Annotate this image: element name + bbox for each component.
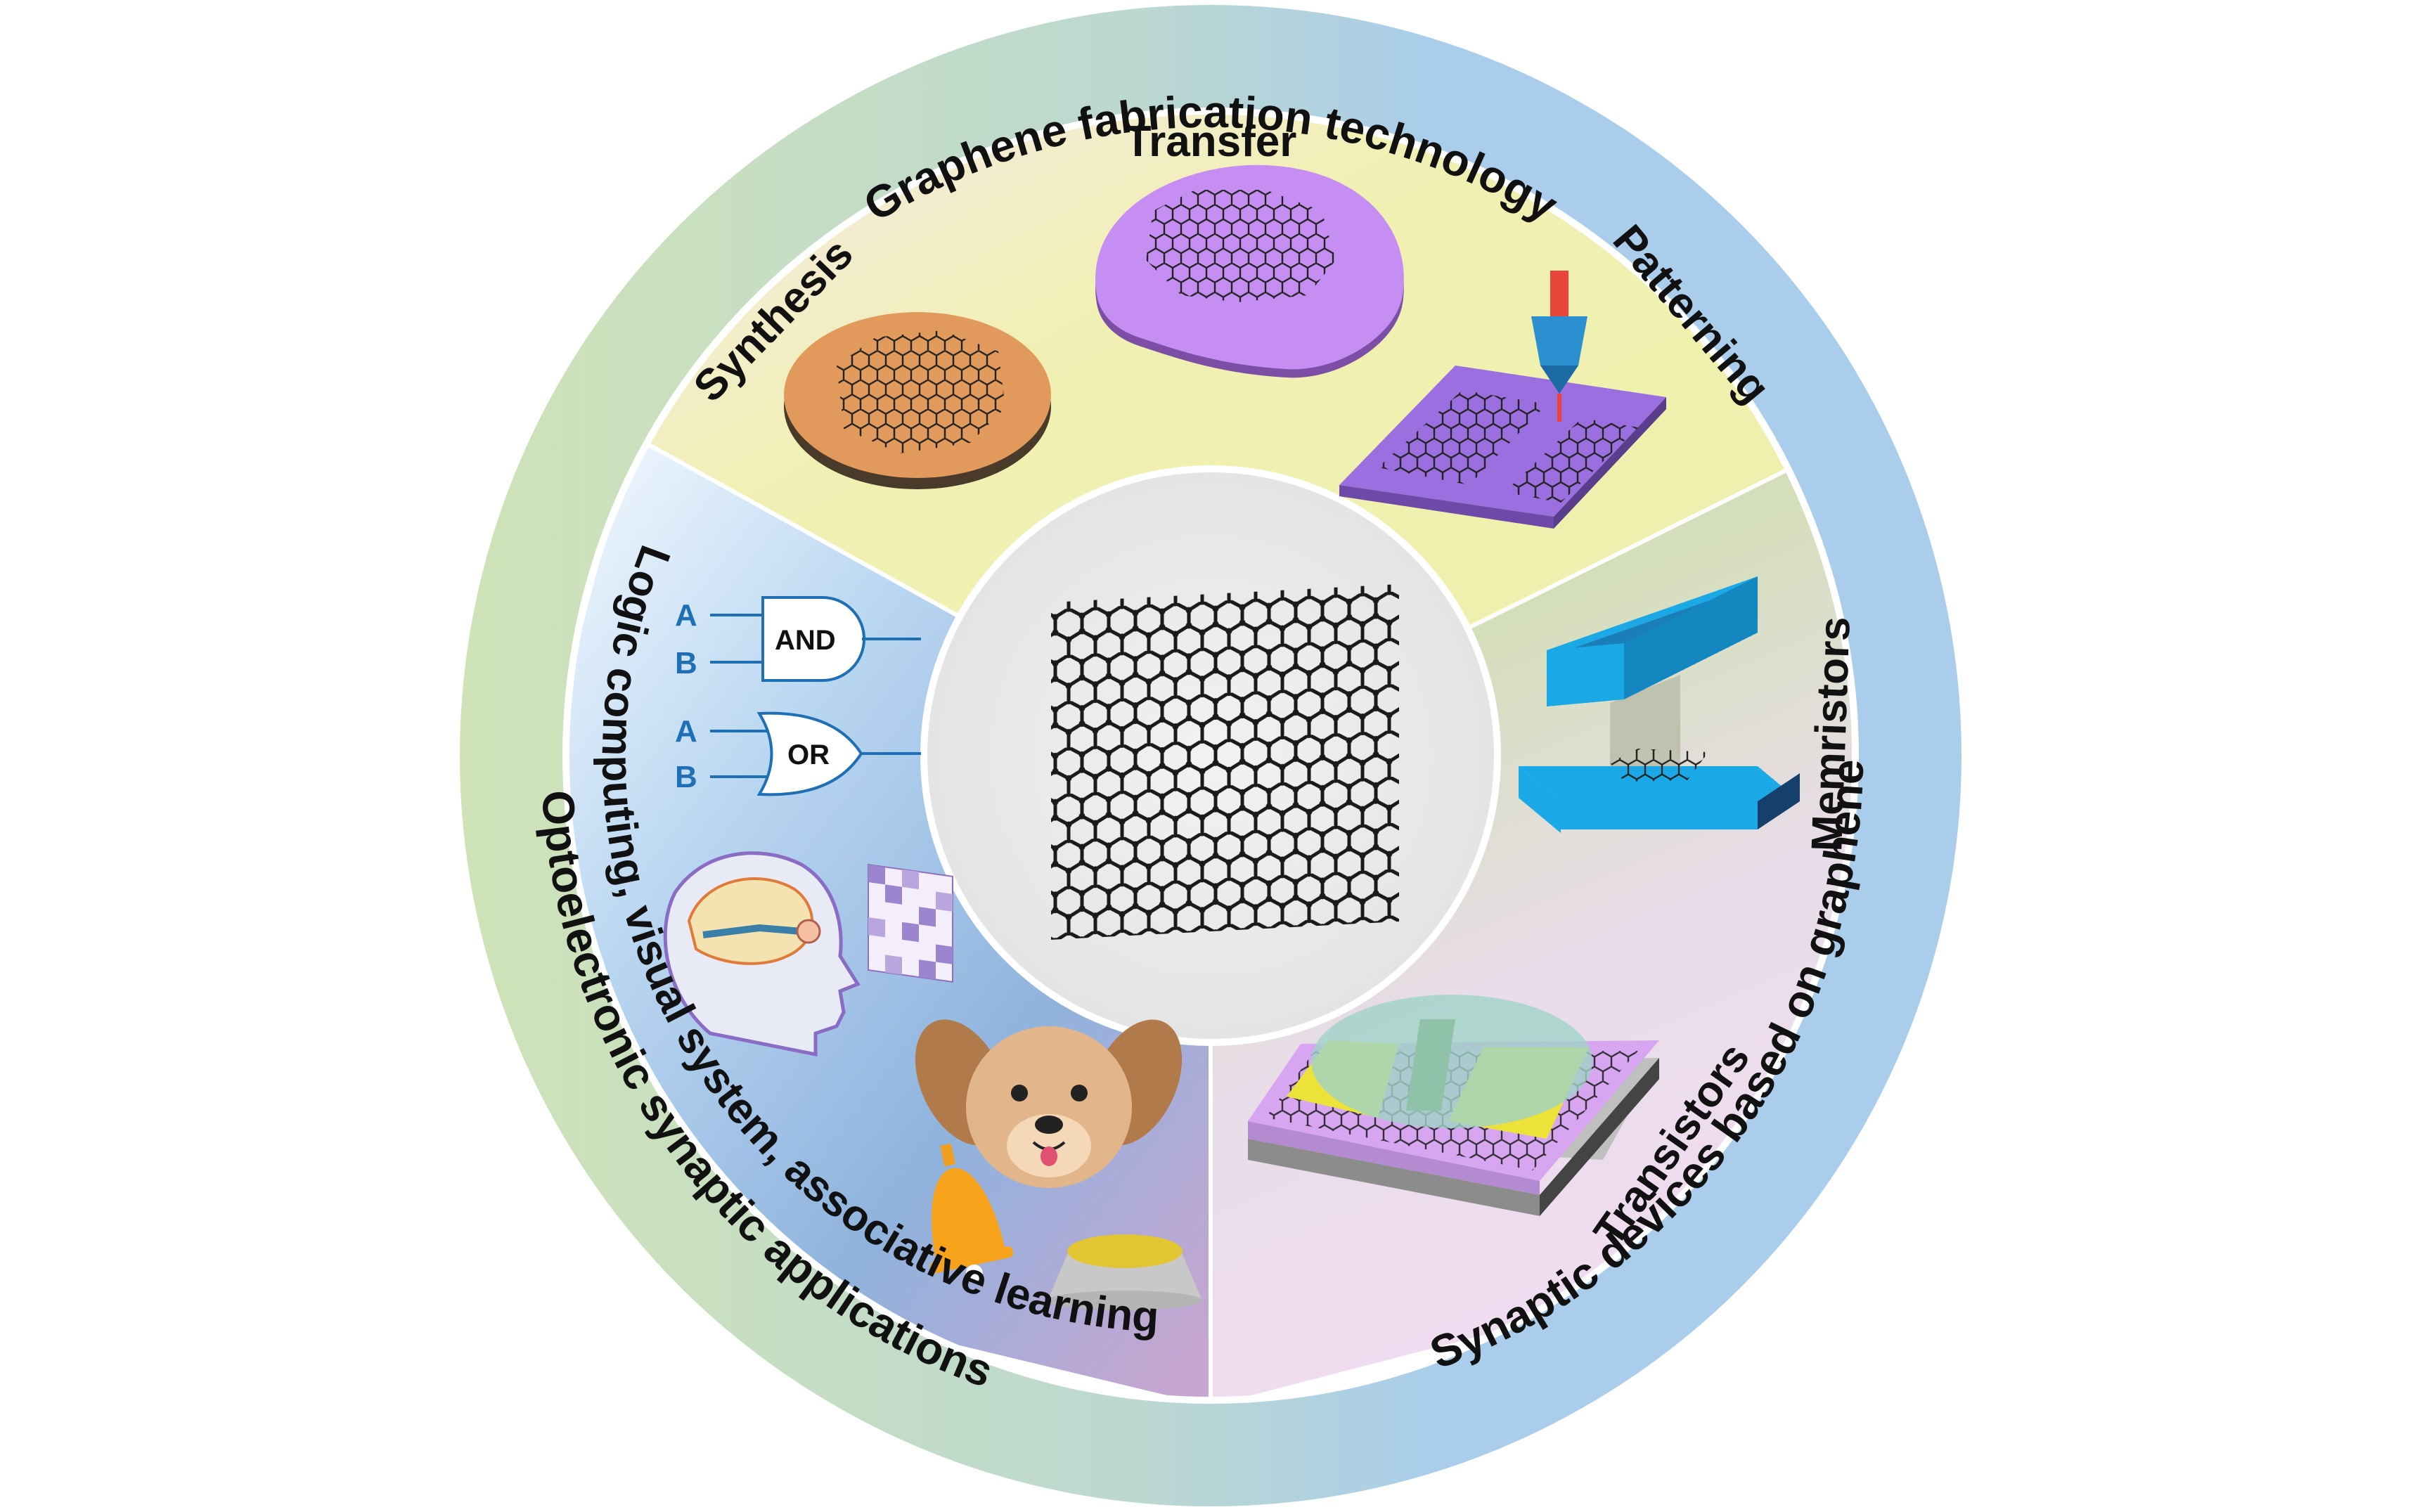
and-gate-icon [710, 596, 921, 682]
synthesis-wafer-icon [784, 312, 1051, 489]
food-bowl-icon [1048, 1234, 1202, 1310]
transfer-substrate-icon [1095, 164, 1404, 378]
graphene-lattice-icon [1051, 583, 1399, 940]
and-gate-input-a: A [675, 598, 697, 633]
or-gate-label: OR [787, 739, 830, 770]
dog-face-icon [915, 1019, 1183, 1188]
brain-head-icon [663, 851, 861, 1057]
bell-icon [929, 1143, 1014, 1281]
inner-disc-outline [564, 109, 1857, 1402]
and-gate-input-b: B [675, 646, 697, 680]
memristor-icon [1519, 576, 1800, 833]
pixel-grid-icon [868, 863, 953, 983]
transistor-icon [1248, 995, 1659, 1216]
label-transfer: Transfer [1125, 117, 1297, 166]
sector-fabrication-fill [633, 112, 1855, 756]
and-gate-label: AND [775, 625, 836, 656]
or-gate-input-b: B [675, 760, 697, 794]
label-memristors: Memristors [1803, 616, 1860, 852]
patterning-icon [1339, 271, 1666, 529]
or-gate-input-a: A [675, 714, 697, 749]
or-gate-icon [710, 711, 921, 796]
